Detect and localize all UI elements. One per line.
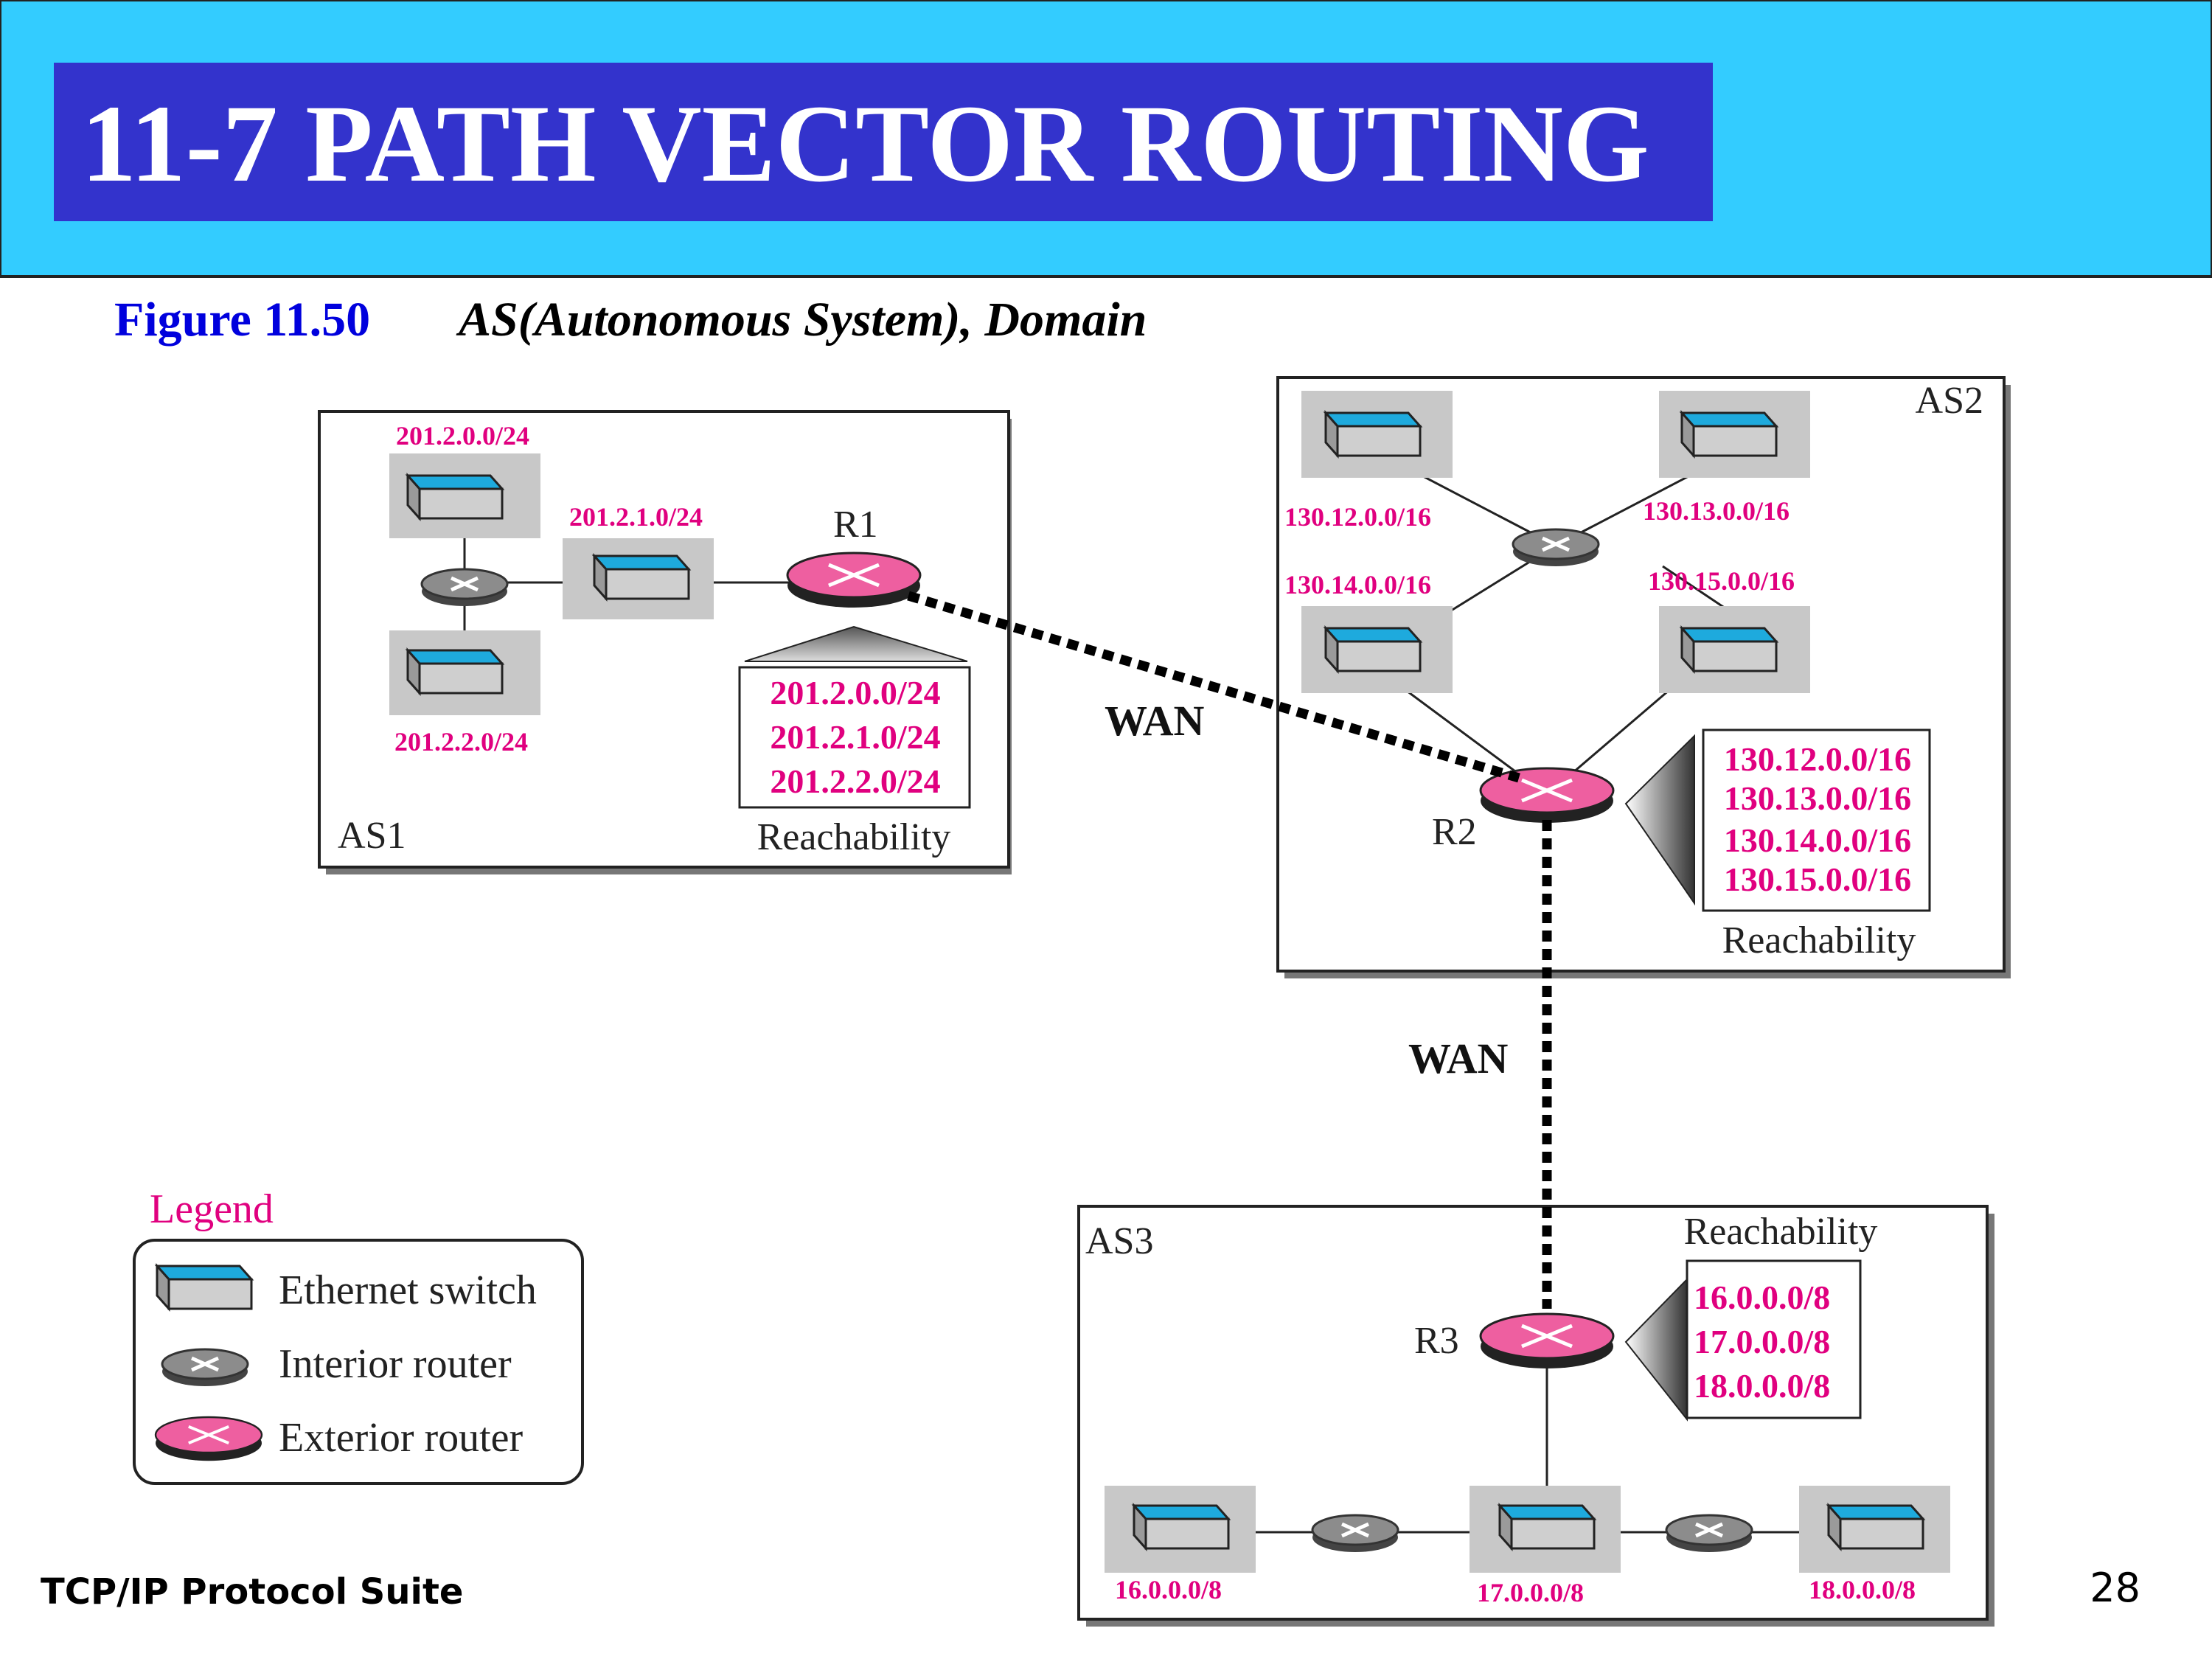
footer-suite: TCP/IP Protocol Suite bbox=[41, 1571, 463, 1613]
as2-network-label: 130.12.0.0/16 bbox=[1284, 502, 1431, 532]
as2-reachability-entry: 130.15.0.0/16 bbox=[1724, 860, 1911, 898]
as1-reachability-entry: 201.2.0.0/24 bbox=[770, 674, 940, 712]
router-r1-label: R1 bbox=[833, 504, 878, 546]
ethernet-switch-icon bbox=[1133, 1504, 1230, 1550]
as3-reachability-entry: 17.0.0.0/8 bbox=[1694, 1323, 1830, 1360]
as1-reachability-box bbox=[738, 666, 971, 809]
router-r2-label: R2 bbox=[1432, 811, 1477, 853]
page-number: 28 bbox=[2090, 1565, 2140, 1611]
interior-router-icon bbox=[162, 1349, 248, 1386]
wan-label: WAN bbox=[1105, 697, 1204, 745]
ethernet-switch-icon bbox=[1680, 627, 1778, 672]
ethernet-switch-icon bbox=[1324, 411, 1422, 457]
as2-network-label: 130.14.0.0/16 bbox=[1284, 570, 1431, 599]
router-r3-label: R3 bbox=[1414, 1320, 1459, 1362]
exterior-router-icon bbox=[156, 1417, 262, 1461]
as1-reachability-arrow bbox=[744, 625, 968, 662]
ethernet-switch-icon bbox=[156, 1265, 253, 1310]
as1-label: AS1 bbox=[338, 815, 406, 857]
page-title: 11-7 PATH VECTOR ROUTING bbox=[81, 83, 1649, 205]
interior-router-icon bbox=[1312, 1515, 1398, 1552]
as1-network-label: 201.2.0.0/24 bbox=[396, 421, 529, 451]
as3-label: AS3 bbox=[1085, 1220, 1153, 1262]
as3-reachability-entry: 16.0.0.0/8 bbox=[1694, 1279, 1830, 1316]
ethernet-switch-icon bbox=[593, 554, 690, 600]
ethernet-switch-icon bbox=[1324, 627, 1422, 672]
ethernet-switch-icon bbox=[1498, 1504, 1596, 1550]
as3-network-label: 18.0.0.0/8 bbox=[1809, 1575, 1916, 1604]
as2-reachability-entry: 130.14.0.0/16 bbox=[1724, 821, 1911, 859]
as1-network-label: 201.2.1.0/24 bbox=[569, 502, 703, 532]
as3-reachability-title: Reachability bbox=[1684, 1211, 1878, 1253]
as2-reachability-arrow bbox=[1624, 734, 1695, 906]
wan-label: WAN bbox=[1408, 1034, 1508, 1082]
as3-reachability-entry: 18.0.0.0/8 bbox=[1694, 1367, 1830, 1405]
as2-reachability-entry: 130.13.0.0/16 bbox=[1724, 779, 1911, 817]
legend-label: Interior router bbox=[279, 1341, 512, 1387]
legend-label: Exterior router bbox=[279, 1415, 524, 1461]
as2-reachability-entry: 130.12.0.0/16 bbox=[1724, 740, 1911, 778]
as2-network-label: 130.15.0.0/16 bbox=[1648, 566, 1795, 596]
legend-label: Ethernet switch bbox=[279, 1267, 537, 1313]
as2-label: AS2 bbox=[1916, 380, 1983, 422]
title-box bbox=[54, 63, 1713, 221]
figure-number: Figure 11.50 bbox=[114, 293, 370, 347]
as3-reachability-box bbox=[1686, 1259, 1862, 1419]
ethernet-switch-icon bbox=[406, 649, 504, 695]
as1-reachability-entry: 201.2.2.0/24 bbox=[770, 762, 940, 800]
as2-network-label: 130.13.0.0/16 bbox=[1643, 496, 1790, 526]
interior-router-icon bbox=[1513, 529, 1599, 566]
figure-caption: AS(Autonomous System), Domain bbox=[456, 293, 1147, 347]
ethernet-switch-icon bbox=[406, 474, 504, 520]
as1-network-label: 201.2.2.0/24 bbox=[394, 727, 528, 757]
interior-router-icon bbox=[1666, 1515, 1752, 1552]
as1-reachability-entry: 201.2.1.0/24 bbox=[770, 718, 940, 756]
as2-reachability-title: Reachability bbox=[1722, 919, 1916, 961]
exterior-router-icon bbox=[787, 553, 920, 608]
interior-router-icon bbox=[422, 569, 507, 606]
ethernet-switch-icon bbox=[1680, 411, 1778, 457]
as3-network-label: 17.0.0.0/8 bbox=[1477, 1578, 1584, 1607]
exterior-router-icon bbox=[1481, 1314, 1613, 1368]
legend-title: Legend bbox=[150, 1186, 274, 1232]
ethernet-switch-icon bbox=[1827, 1504, 1924, 1550]
wan-link-r1-r2 bbox=[907, 591, 1520, 783]
as2-reachability-box bbox=[1702, 728, 1931, 912]
as3-network-label: 16.0.0.0/8 bbox=[1115, 1575, 1222, 1604]
as1-reachability-title: Reachability bbox=[757, 816, 951, 858]
